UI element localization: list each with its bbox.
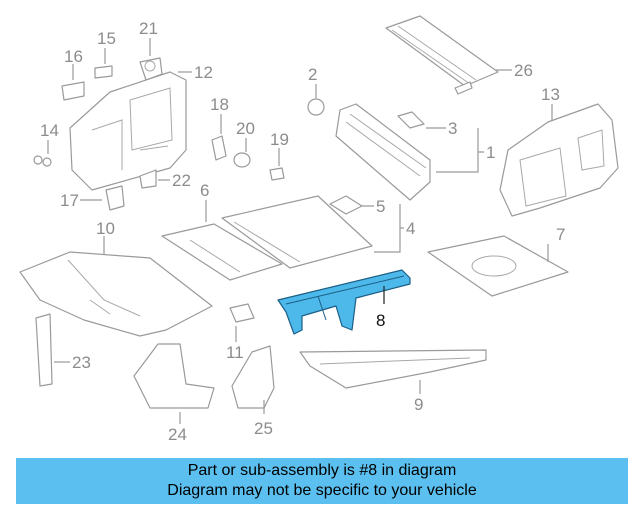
part-8-crossmember-highlighted[interactable] — [277, 269, 411, 335]
part-17-hook[interactable] — [105, 185, 125, 211]
part-1-rear-panel-trim[interactable] — [335, 103, 431, 201]
banner-line-2: Diagram may not be specific to your vehi… — [167, 482, 477, 499]
parts-diagram: 26 21 15 16 12 14 17 18 20 — [19, 15, 619, 444]
callout-11: 11 — [226, 343, 244, 362]
callout-17: 17 — [60, 191, 79, 210]
part-7-cargo-mat[interactable] — [427, 235, 569, 297]
callout-16: 16 — [64, 47, 83, 66]
callout-22: 22 — [172, 171, 191, 190]
callout-26: 26 — [514, 61, 533, 80]
banner-line-1: Part or sub-assembly is #8 in diagram — [187, 462, 457, 479]
callout-4: 4 — [406, 219, 415, 238]
callout-13: 13 — [541, 85, 560, 104]
callout-3: 3 — [448, 119, 457, 138]
part-22-bracket[interactable] — [139, 169, 157, 189]
callout-24: 24 — [168, 425, 187, 444]
part-26-cargo-cover[interactable] — [385, 15, 499, 95]
callout-12: 12 — [194, 63, 213, 82]
callout-7: 7 — [556, 225, 565, 244]
part-13-quarter-trim-right[interactable] — [499, 103, 619, 217]
part-2-clip[interactable] — [307, 98, 325, 116]
part-3-cover[interactable] — [397, 111, 425, 129]
callout-2: 2 — [308, 65, 317, 84]
callout-18: 18 — [210, 95, 229, 114]
part-6-floor-panel[interactable] — [161, 223, 283, 281]
part-21-clip[interactable] — [139, 57, 163, 81]
callout-9: 9 — [414, 395, 423, 414]
part-10-floor-carpet[interactable] — [19, 251, 213, 337]
part-notice-banner: Part or sub-assembly is #8 in diagram Di… — [16, 458, 628, 504]
part-9-rear-sill[interactable] — [299, 349, 487, 389]
callout-19: 19 — [270, 130, 289, 149]
callout-25: 25 — [254, 419, 273, 438]
callout-20: 20 — [236, 119, 255, 138]
callout-10: 10 — [96, 219, 115, 238]
part-23-side-strip[interactable] — [35, 313, 53, 387]
part-16-cover[interactable] — [61, 81, 85, 101]
callout-14: 14 — [40, 121, 59, 140]
callout-5: 5 — [376, 197, 385, 216]
part-24-scuff-plate[interactable] — [133, 343, 215, 409]
part-15-clip[interactable] — [94, 65, 113, 79]
part-19-fastener[interactable] — [269, 167, 285, 181]
part-12-quarter-trim-left[interactable] — [69, 71, 187, 191]
part-18-clip[interactable] — [211, 135, 227, 161]
part-4-floor-board[interactable] — [221, 195, 373, 269]
part-20-grommet[interactable] — [233, 152, 251, 168]
callout-6: 6 — [200, 181, 209, 200]
part-25-scuff-plate[interactable] — [231, 345, 275, 409]
callout-15: 15 — [97, 29, 116, 48]
callout-23: 23 — [72, 353, 91, 372]
callout-8: 8 — [376, 311, 385, 330]
callout-21: 21 — [139, 19, 158, 38]
part-14-clip[interactable] — [33, 155, 52, 167]
callout-1: 1 — [486, 143, 495, 162]
part-11-bracket[interactable] — [229, 303, 255, 323]
